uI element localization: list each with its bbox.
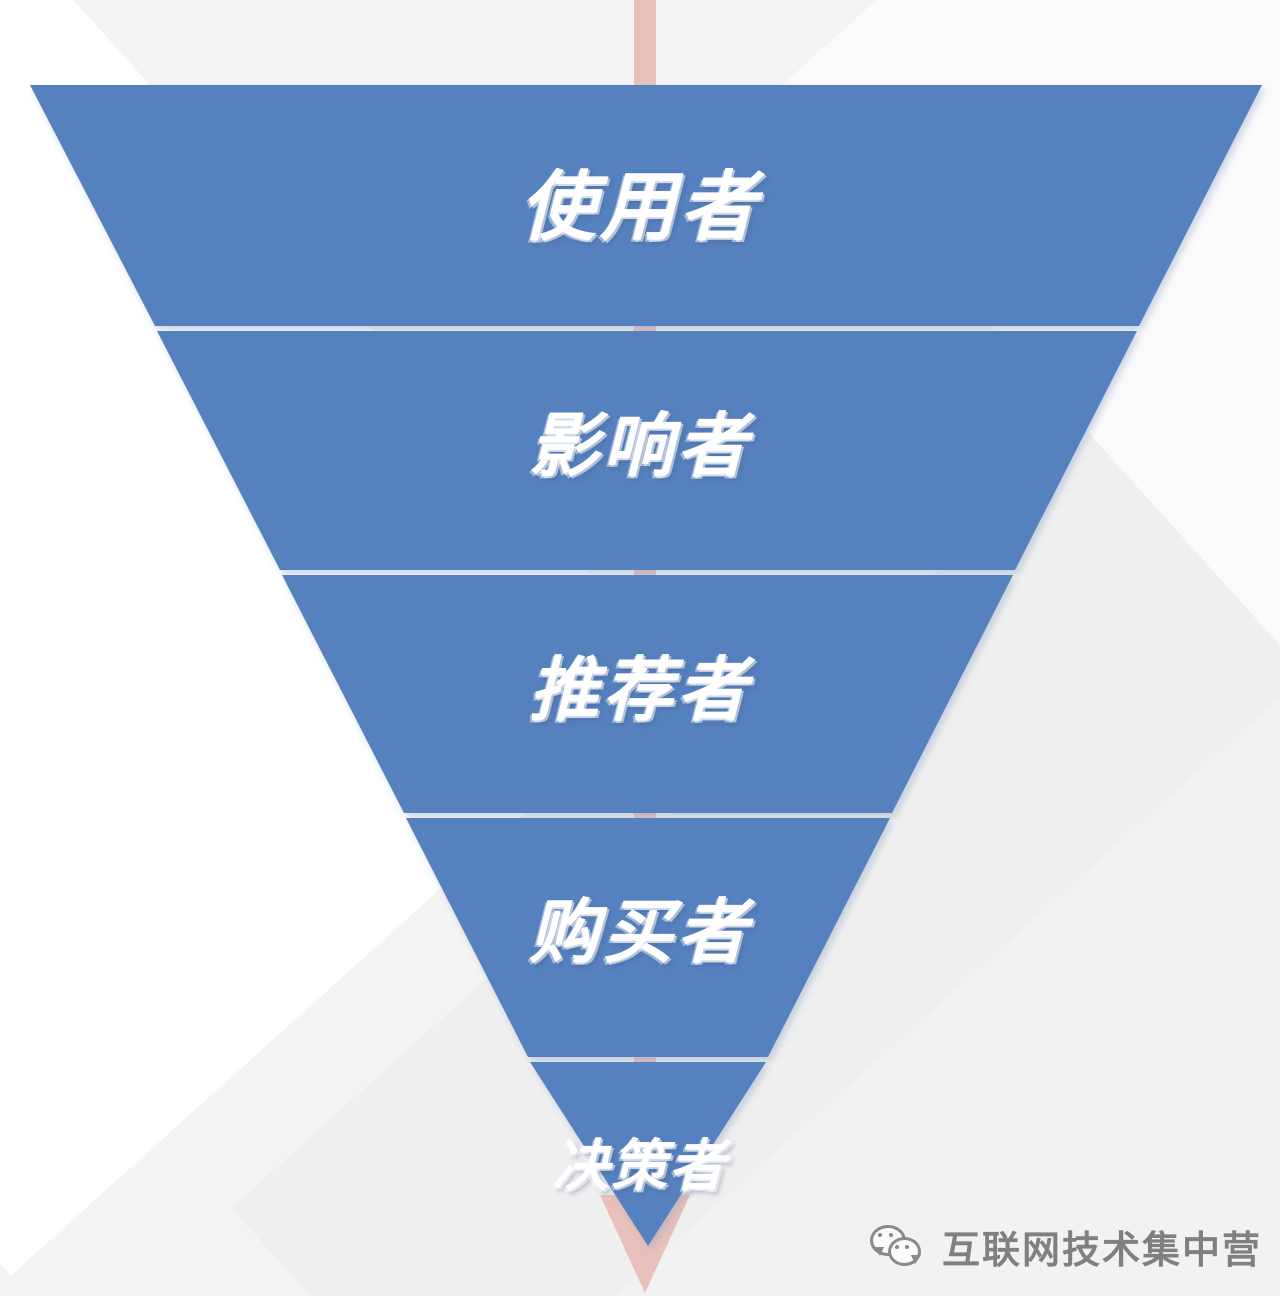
pyramid-label-5: 决策者 bbox=[553, 1134, 727, 1199]
pyramid-label-1: 使用者 bbox=[520, 162, 760, 251]
wechat-icon bbox=[869, 1224, 926, 1269]
watermark-text: 互联网技术集中营 bbox=[941, 1228, 1262, 1272]
pyramid-label-2: 影响者 bbox=[529, 405, 751, 487]
pyramid-level-2 bbox=[157, 331, 1137, 570]
pyramid-level-4 bbox=[406, 818, 890, 1057]
pyramid-level-3 bbox=[282, 575, 1013, 813]
pyramid-label-4: 购买者 bbox=[529, 891, 751, 973]
pyramid-label-3: 推荐者 bbox=[529, 649, 751, 731]
pyramid-level-5 bbox=[530, 1062, 766, 1246]
watermark: 互联网技术集中营 bbox=[869, 1219, 1262, 1274]
pyramid-level-1 bbox=[30, 85, 1262, 326]
